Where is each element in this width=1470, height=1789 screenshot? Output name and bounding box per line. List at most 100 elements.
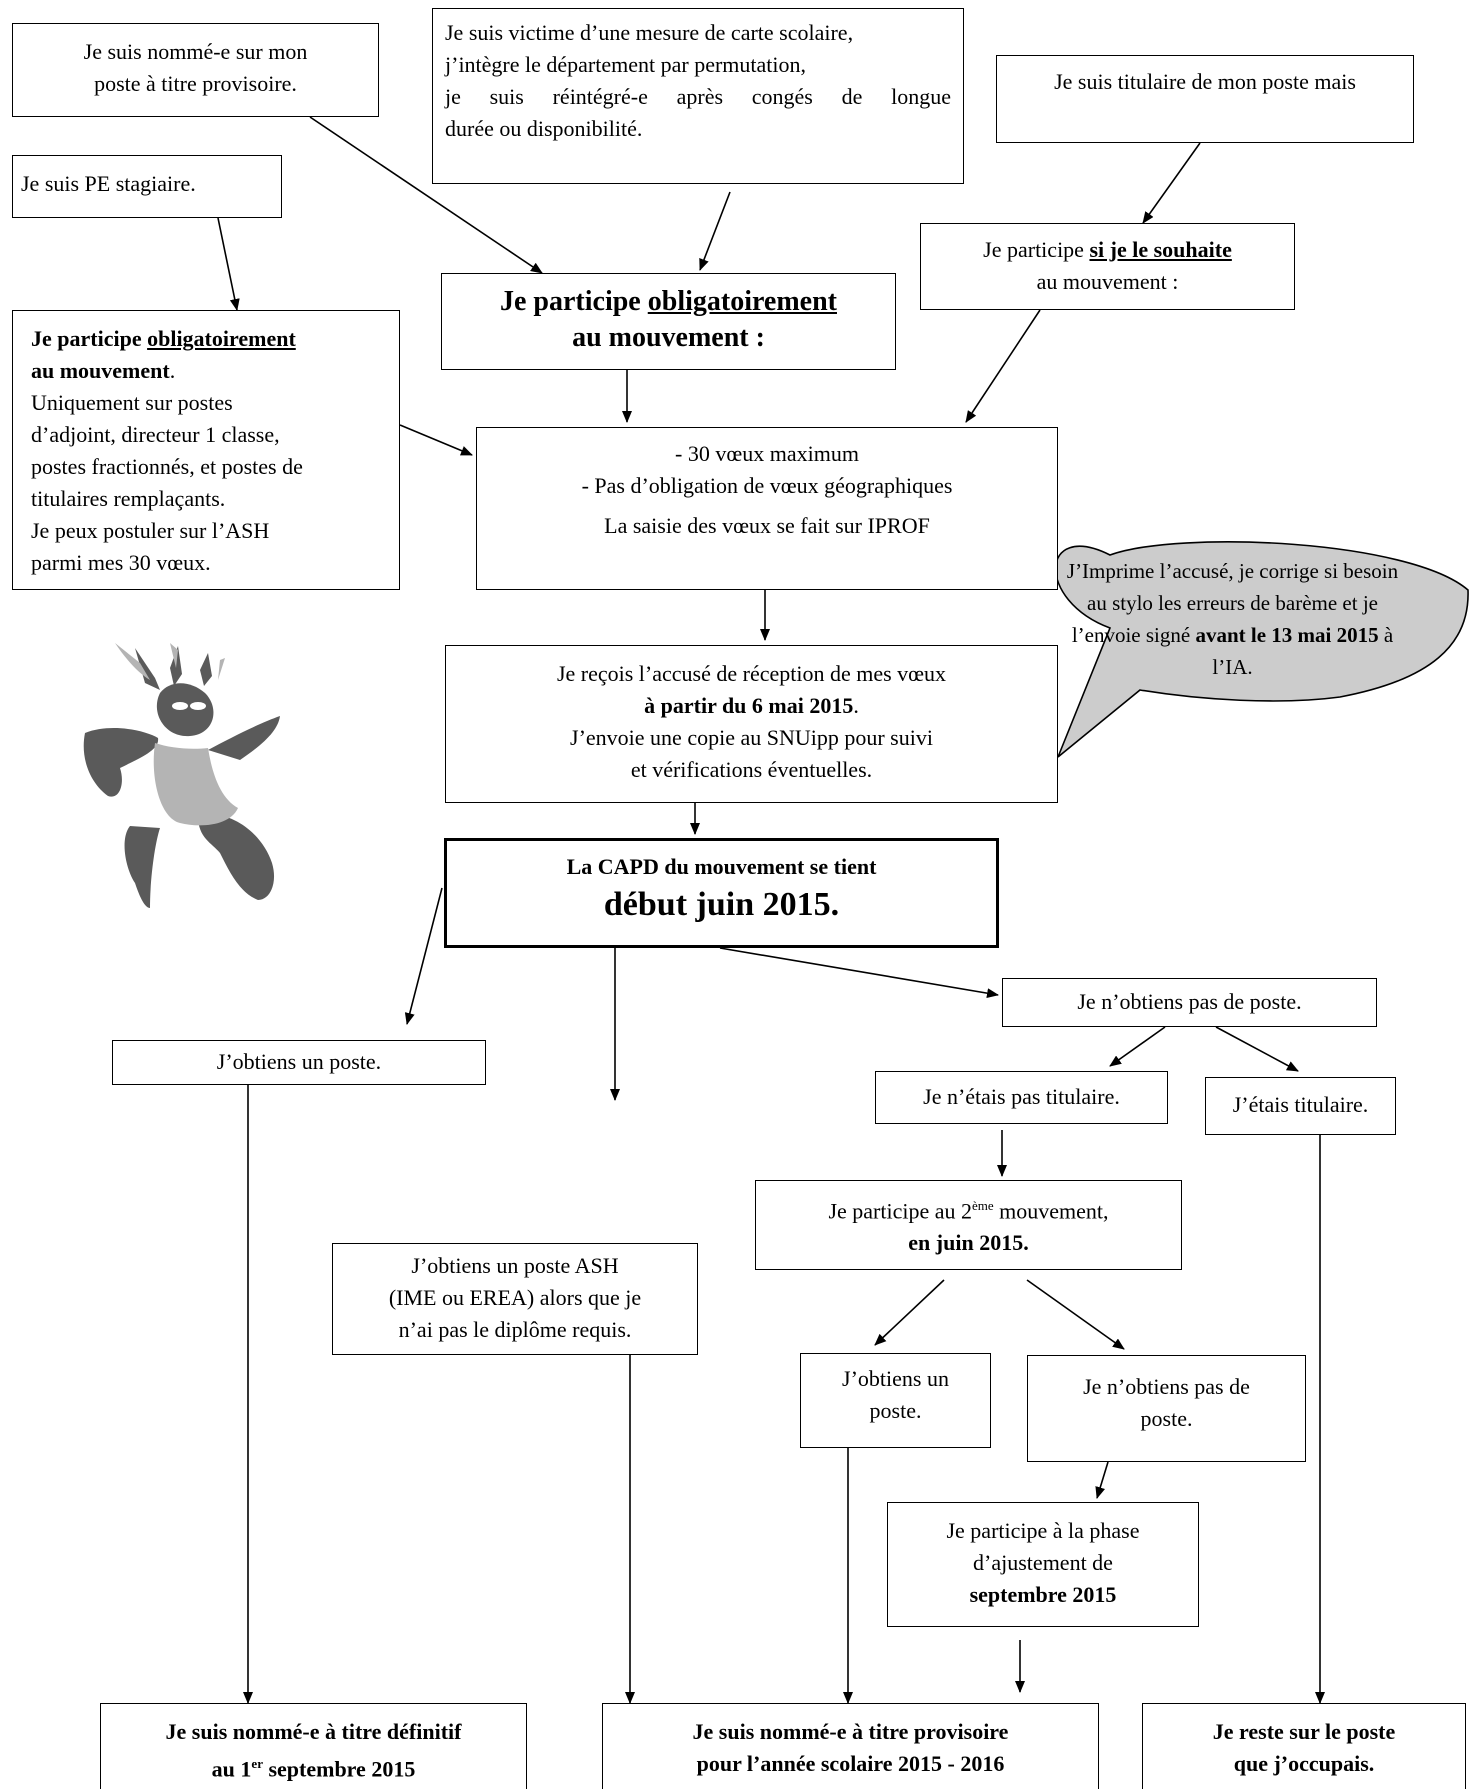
callout-suffix: à l’IA. (1212, 623, 1394, 679)
box-voeux: - 30 vœux maximum - Pas d’obligation de … (476, 427, 1058, 590)
mascot-eye (190, 702, 206, 710)
box-text: La saisie des vœux se fait sur IPROF (604, 513, 930, 538)
box-text: Je participe (983, 237, 1090, 262)
arrow (874, 1279, 945, 1346)
box-text: septembre 2015 (262, 1756, 416, 1782)
box-text: titulaires remplaçants. (31, 486, 226, 511)
box-text: que j’occupais. (1233, 1751, 1375, 1776)
box-definitif: Je suis nommé-e à titre définitif au 1er… (100, 1703, 527, 1789)
box-capd: La CAPD du mouvement se tient début juin… (444, 838, 999, 948)
arrow (217, 217, 240, 311)
box-text: Je peux postuler sur l’ASH (31, 518, 270, 543)
mascot-ear (170, 643, 178, 668)
arrow (1142, 142, 1201, 224)
mascot-arm-left (83, 728, 159, 797)
box-text: Je n’obtiens pas de (1083, 1374, 1250, 1399)
box-text: d’adjoint, directeur 1 classe, (31, 422, 280, 447)
box-text: poste. (869, 1398, 922, 1423)
mascot-ear (218, 658, 225, 680)
box-text: au 1 (211, 1756, 252, 1782)
box-text: Uniquement sur postes (31, 390, 233, 415)
callout-line: besoin au stylo les erreurs de (1087, 559, 1399, 615)
arrow (699, 191, 731, 271)
box-text: . (169, 358, 176, 383)
box-text: durée ou disponibilité. (445, 116, 643, 141)
callout-text: J’Imprime l’accusé, je corrige si besoin… (1065, 555, 1400, 683)
mascot-arm-right (208, 716, 280, 760)
snuipp-mascot-logo (83, 643, 280, 908)
box-text-sup: er (251, 1756, 263, 1771)
box-text: mouvement, (993, 1198, 1109, 1224)
box-text: Je participe (500, 286, 648, 317)
box-text: J’étais titulaire. (1232, 1092, 1369, 1117)
box-text: je suis réintégré-e après congés de long… (445, 84, 951, 109)
callout-deadline: avant le 13 mai 2015 (1195, 623, 1379, 647)
box-text: Je reste sur le poste (1212, 1719, 1396, 1744)
arrow (404, 887, 443, 1025)
box-text: J’envoie une copie au SNUipp pour suivi (570, 725, 933, 750)
callout-line: avant le 13 mai 2015 à l’IA. (1195, 623, 1393, 679)
mascot-ear (135, 648, 160, 690)
arrow (309, 116, 543, 274)
arrow (1026, 1279, 1125, 1350)
box-text: Je suis nommé-e à titre définitif (165, 1719, 462, 1744)
box-pas-poste-2: Je n’obtiens pas de poste. (1027, 1355, 1306, 1462)
box-obligatoire-main: Je participe obligatoirement au mouvemen… (441, 273, 896, 370)
mascot-leg-right (198, 814, 275, 900)
box-text: Je reçois l’accusé de réception de mes v… (556, 661, 947, 686)
box-text: au mouvement : (572, 322, 765, 353)
box-text: au mouvement : (1036, 269, 1179, 294)
box-provisoire-final: Je suis nommé-e à titre provisoire pour … (602, 1703, 1099, 1789)
box-text: Je suis titulaire de mon poste mais (1054, 69, 1356, 94)
box-text: . (853, 693, 859, 718)
box-text: d’ajustement de (973, 1550, 1113, 1575)
arrow (1215, 1026, 1299, 1072)
box-text: n’ai pas le diplôme requis. (398, 1317, 632, 1342)
box-text: j’intègre le département par permutation… (445, 52, 807, 77)
box-obtiens: J’obtiens un poste. (112, 1040, 486, 1085)
arrow (965, 309, 1041, 423)
box-ash: J’obtiens un poste ASH (IME ou EREA) alo… (332, 1243, 698, 1355)
box-text: Je suis nommé-e sur mon (83, 39, 308, 64)
box-stagiaire-obligatoire: Je participe obligatoirement au mouvemen… (12, 310, 400, 590)
mascot-ear (200, 653, 212, 686)
box-text: Je participe à la phase (946, 1518, 1140, 1543)
box-text: Je suis victime d’une mesure de carte sc… (445, 20, 854, 45)
box-etais-titulaire: J’étais titulaire. (1205, 1077, 1396, 1135)
box-text: J’obtiens un poste ASH (411, 1253, 619, 1278)
box-ajustement: Je participe à la phase d’ajustement de … (887, 1502, 1199, 1627)
box-text: Je n’étais pas titulaire. (923, 1084, 1120, 1109)
box-text: Je participe (31, 326, 148, 351)
box-text: postes fractionnés, et postes de (31, 454, 303, 479)
box-text: et vérifications éventuelles. (630, 757, 873, 782)
box-text: septembre 2015 (969, 1582, 1117, 1607)
box-stagiaire: Je suis PE stagiaire. (12, 155, 282, 218)
arrow (399, 424, 473, 456)
box-text: poste à titre provisoire. (94, 71, 297, 96)
mascot-head (156, 683, 214, 737)
box-text: à partir du 6 mai 2015 (644, 693, 854, 718)
box-souhaite: Je participe si je le souhaite au mouvem… (920, 223, 1295, 310)
box-text-underlined: obligatoirement (647, 286, 837, 317)
box-text: - 30 vœux maximum (675, 441, 859, 466)
box-text-underlined: si je le souhaite (1089, 237, 1232, 262)
box-victime: Je suis victime d’une mesure de carte sc… (432, 8, 964, 184)
box-text: pour l’année scolaire 2015 - 2016 (696, 1751, 1005, 1776)
box-text: parmi mes 30 vœux. (31, 550, 211, 575)
box-text: Je participe au 2 (828, 1198, 973, 1224)
box-text: (IME ou EREA) alors que je (388, 1285, 642, 1310)
box-text: au mouvement (31, 358, 170, 383)
box-text: en juin 2015. (908, 1230, 1029, 1256)
box-text: Je suis PE stagiaire. (21, 171, 196, 196)
box-text: J’obtiens un (842, 1366, 949, 1391)
box-text: Je suis nommé-e à titre provisoire (692, 1719, 1009, 1744)
box-pas-poste: Je n’obtiens pas de poste. (1002, 978, 1377, 1027)
box-text: La CAPD du mouvement se tient (566, 854, 877, 879)
box-reste: Je reste sur le poste que j’occupais. (1142, 1703, 1466, 1789)
box-text: début juin 2015. (603, 886, 840, 923)
box-obtiens-2: J’obtiens un poste. (800, 1353, 991, 1448)
box-deuxieme: Je participe au 2ème mouvement, en juin … (755, 1180, 1182, 1270)
mascot-belly (153, 743, 238, 826)
callout-line: barème et je l’envoie signé (1071, 591, 1378, 647)
